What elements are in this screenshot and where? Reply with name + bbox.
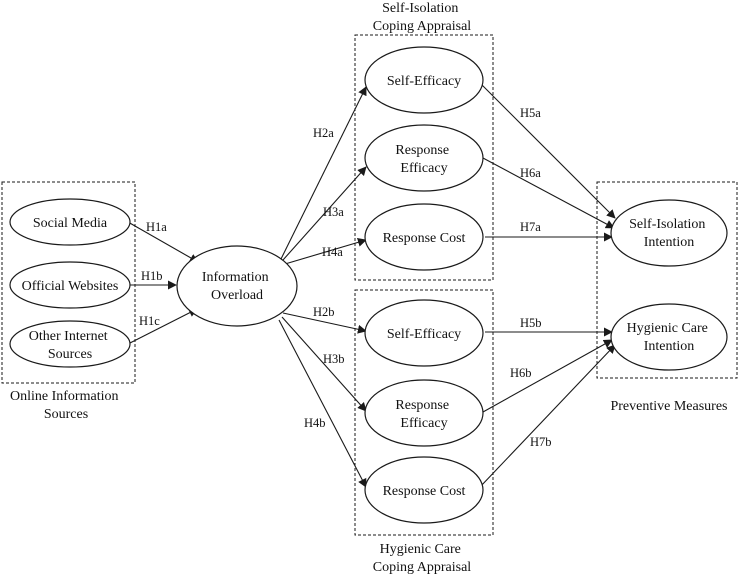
edge-label-h6a: H6a — [520, 166, 541, 180]
node-hc-self-efficacy: Self-Efficacy — [364, 299, 484, 367]
node-label: Official Websites — [22, 279, 119, 294]
node-ellipse — [9, 320, 131, 368]
node-label-line: Hygienic Care — [627, 321, 708, 336]
node-label-line: Efficacy — [400, 161, 447, 176]
group-label-line: Sources — [44, 407, 88, 422]
node-ellipse — [364, 379, 484, 447]
node-label-line: Official Websites — [22, 279, 119, 294]
node-label: Response Efficacy — [395, 398, 452, 431]
node-label-line: Social Media — [33, 216, 108, 231]
node-label-line: Intention — [644, 339, 695, 354]
arrow-h6a — [482, 157, 615, 229]
node-label-line: Self-Efficacy — [387, 327, 461, 342]
node-label-line: Efficacy — [400, 416, 447, 431]
node-ellipse — [364, 46, 484, 114]
edge-label-h2b: H2b — [313, 305, 335, 319]
node-hc-response-efficacy: Response Efficacy — [364, 379, 484, 447]
edge-label-h3a: H3a — [323, 205, 344, 219]
group-label-preventive-measures: Preventive Measures — [610, 399, 727, 414]
edge-label-h1b: H1b — [141, 269, 163, 283]
node-si-self-efficacy: Self-Efficacy — [364, 46, 484, 114]
node-ellipse — [610, 199, 728, 267]
arrow-h2a — [280, 86, 367, 260]
node-label-line: Response — [395, 143, 449, 158]
group-label-line: Coping Appraisal — [373, 560, 471, 575]
node-label-line: Response — [395, 398, 449, 413]
arrow-h7b — [479, 344, 616, 488]
node-information-overload: Information Overload — [176, 245, 298, 327]
node-label-line: Response Cost — [383, 484, 466, 499]
node-ellipse — [176, 245, 298, 327]
arrow-h6b — [482, 339, 613, 413]
node-ellipse — [364, 299, 484, 367]
node-label: Response Cost — [383, 484, 466, 499]
arrow-h5a — [481, 84, 616, 219]
node-label: Information Overload — [202, 270, 272, 303]
node-label: Self-Efficacy — [387, 74, 461, 89]
node-social-media: Social Media — [9, 198, 131, 246]
edge-label-h4b: H4b — [304, 416, 326, 430]
node-label-line: Overload — [211, 288, 263, 303]
node-ellipse — [364, 124, 484, 192]
edge-label-h6b: H6b — [510, 366, 532, 380]
group-label-line: Hygienic Care — [380, 542, 461, 557]
edge-label-h4a: H4a — [322, 245, 343, 259]
group-label-hygienic-care-coping: Hygienic Care Coping Appraisal — [373, 542, 471, 575]
node-label-line: Information — [202, 270, 269, 285]
node-ellipse — [9, 261, 131, 309]
node-label: Self-Efficacy — [387, 327, 461, 342]
node-label: Response Cost — [383, 231, 466, 246]
node-label: Hygienic Care Intention — [627, 321, 712, 354]
arrow-layer — [127, 84, 616, 488]
edge-label-h5b: H5b — [520, 316, 542, 330]
group-label-line: Self-Isolation — [382, 1, 458, 16]
group-box-hygienic-care-coping — [354, 289, 494, 536]
node-ellipse — [610, 303, 728, 371]
node-label-line: Sources — [48, 347, 92, 362]
group-label-line: Online Information — [10, 389, 118, 404]
group-label-line: Preventive Measures — [610, 399, 727, 414]
node-label-line: Other Internet — [29, 329, 108, 344]
edge-label-h5a: H5a — [520, 106, 541, 120]
group-box-online-sources — [1, 181, 136, 384]
arrow-h1c — [127, 308, 198, 345]
arrow-h4a — [284, 237, 367, 265]
edge-label-h1c: H1c — [139, 314, 160, 328]
arrow-h2b — [282, 312, 367, 334]
node-official-websites: Official Websites — [9, 261, 131, 309]
arrow-h4b — [278, 319, 367, 488]
node-hygienic-care-intention: Hygienic Care Intention — [610, 303, 728, 371]
edge-label-h2a: H2a — [313, 126, 334, 140]
node-other-internet-sources: Other Internet Sources — [9, 320, 131, 368]
group-label-line: Coping Appraisal — [373, 19, 471, 34]
edge-label-h7a: H7a — [520, 220, 541, 234]
node-si-response-efficacy: Response Efficacy — [364, 124, 484, 192]
edge-label-h1a: H1a — [146, 220, 167, 234]
node-label: Self-Isolation Intention — [629, 217, 709, 250]
arrow-h1a — [127, 221, 199, 263]
node-label-line: Intention — [644, 235, 695, 250]
node-si-response-cost: Response Cost — [364, 203, 484, 271]
group-box-self-isolation-coping — [354, 34, 494, 281]
group-box-preventive-measures — [596, 181, 738, 379]
arrow-h3a — [282, 166, 367, 261]
node-label: Other Internet Sources — [29, 329, 111, 362]
node-hc-response-cost: Response Cost — [364, 456, 484, 524]
node-label-line: Response Cost — [383, 231, 466, 246]
group-label-self-isolation-coping: Self-Isolation Coping Appraisal — [373, 1, 471, 34]
node-ellipse — [9, 198, 131, 246]
node-ellipse — [364, 456, 484, 524]
node-label: Social Media — [33, 216, 108, 231]
edge-label-h7b: H7b — [530, 435, 552, 449]
node-label-line: Self-Efficacy — [387, 74, 461, 89]
arrow-h3b — [281, 316, 367, 412]
edge-label-h3b: H3b — [323, 352, 345, 366]
node-label: Response Efficacy — [395, 143, 452, 176]
node-label-line: Self-Isolation — [629, 217, 705, 232]
node-self-isolation-intention: Self-Isolation Intention — [610, 199, 728, 267]
group-label-online-sources: Online Information Sources — [10, 389, 122, 422]
node-ellipse — [364, 203, 484, 271]
